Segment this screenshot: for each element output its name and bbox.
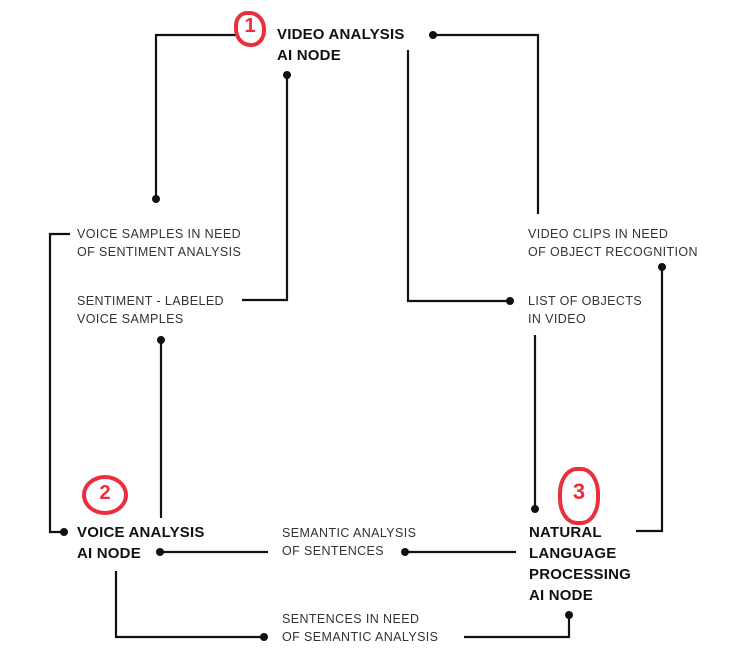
flow-label-list-objects: LIST OF OBJECTS IN VIDEO	[528, 293, 642, 328]
flow-label-line: OF SENTENCES	[282, 543, 385, 558]
flow-label-line: SENTIMENT - LABELED	[77, 294, 224, 308]
flow-label-video-clips: VIDEO CLIPS IN NEED OF OBJECT RECOGNITIO…	[528, 226, 698, 261]
flow-label-line: OF SEMANTIC ANALYSIS	[282, 629, 439, 644]
connector-dot	[506, 297, 514, 305]
connector-dot	[565, 611, 573, 619]
flow-label-sentiment-labeled: SENTIMENT - LABELED VOICE SAMPLES	[77, 293, 224, 328]
connector-dot	[658, 263, 666, 271]
connector-video-to-video-clips	[433, 33, 540, 214]
connector-nlp-to-video-clips	[636, 268, 664, 533]
flow-label-line: OF SENTIMENT ANALYSIS	[77, 244, 242, 259]
connector-sentiment-to-video	[242, 75, 289, 302]
marker-circle-1	[234, 11, 266, 47]
connector-dot	[429, 31, 437, 39]
flow-label-line: VOICE SAMPLES IN NEED	[77, 227, 241, 241]
connector-dot	[152, 195, 160, 203]
connector-video-to-list-objects	[406, 50, 508, 303]
flow-label-line: VOICE SAMPLES	[77, 311, 184, 326]
nlp-node: NATURAL LANGUAGE PROCESSING AI NODE	[529, 522, 631, 606]
connector-voice-samples-to-voice-node	[48, 232, 70, 534]
nlp-node-title-line1: NATURAL	[529, 524, 602, 541]
connector-dot	[283, 71, 291, 79]
nlp-node-title-line4: AI NODE	[529, 587, 593, 604]
connector-sentences-need-to-nlp	[464, 616, 571, 639]
marker-circle-2	[82, 475, 128, 515]
connector-dot	[401, 548, 409, 556]
flow-label-voice-samples: VOICE SAMPLES IN NEED OF SENTIMENT ANALY…	[77, 226, 241, 261]
connector-dot	[60, 528, 68, 536]
marker-number-1: 1	[244, 15, 256, 37]
voice-analysis-node: VOICE ANALYSIS AI NODE	[77, 522, 205, 564]
voice-node-title-line1: VOICE ANALYSIS	[77, 524, 205, 541]
flow-label-line: VIDEO CLIPS IN NEED	[528, 227, 669, 241]
voice-node-title-line2: AI NODE	[77, 545, 141, 562]
connector-video-to-voice-samples	[154, 33, 238, 198]
connector-voice-to-sentences-need	[114, 571, 263, 639]
flow-label-line: LIST OF OBJECTS	[528, 294, 643, 308]
marker-number-2: 2	[99, 482, 111, 504]
flow-label-line: IN VIDEO	[528, 311, 587, 326]
connector-dot	[156, 548, 164, 556]
marker-circle-3	[558, 467, 600, 525]
video-node-title-line2: AI NODE	[277, 47, 341, 64]
flow-label-line: SENTENCES IN NEED	[282, 612, 420, 626]
connector-dot	[157, 336, 165, 344]
nlp-node-title-line3: PROCESSING	[529, 566, 632, 583]
video-analysis-node: VIDEO ANALYSIS AI NODE	[277, 24, 405, 66]
flow-label-sentences-need: SENTENCES IN NEED OF SEMANTIC ANALYSIS	[282, 611, 438, 646]
flow-label-semantic-analysis: SEMANTIC ANALYSIS OF SENTENCES	[282, 525, 416, 560]
flow-label-line: OF OBJECT RECOGNITION	[528, 244, 698, 259]
nlp-node-title-line2: LANGUAGE	[529, 545, 617, 562]
connector-dot	[260, 633, 268, 641]
connector-dot	[531, 505, 539, 513]
flow-label-line: SEMANTIC ANALYSIS	[282, 526, 417, 540]
video-node-title-line1: VIDEO ANALYSIS	[277, 26, 405, 43]
marker-number-3: 3	[572, 479, 586, 504]
